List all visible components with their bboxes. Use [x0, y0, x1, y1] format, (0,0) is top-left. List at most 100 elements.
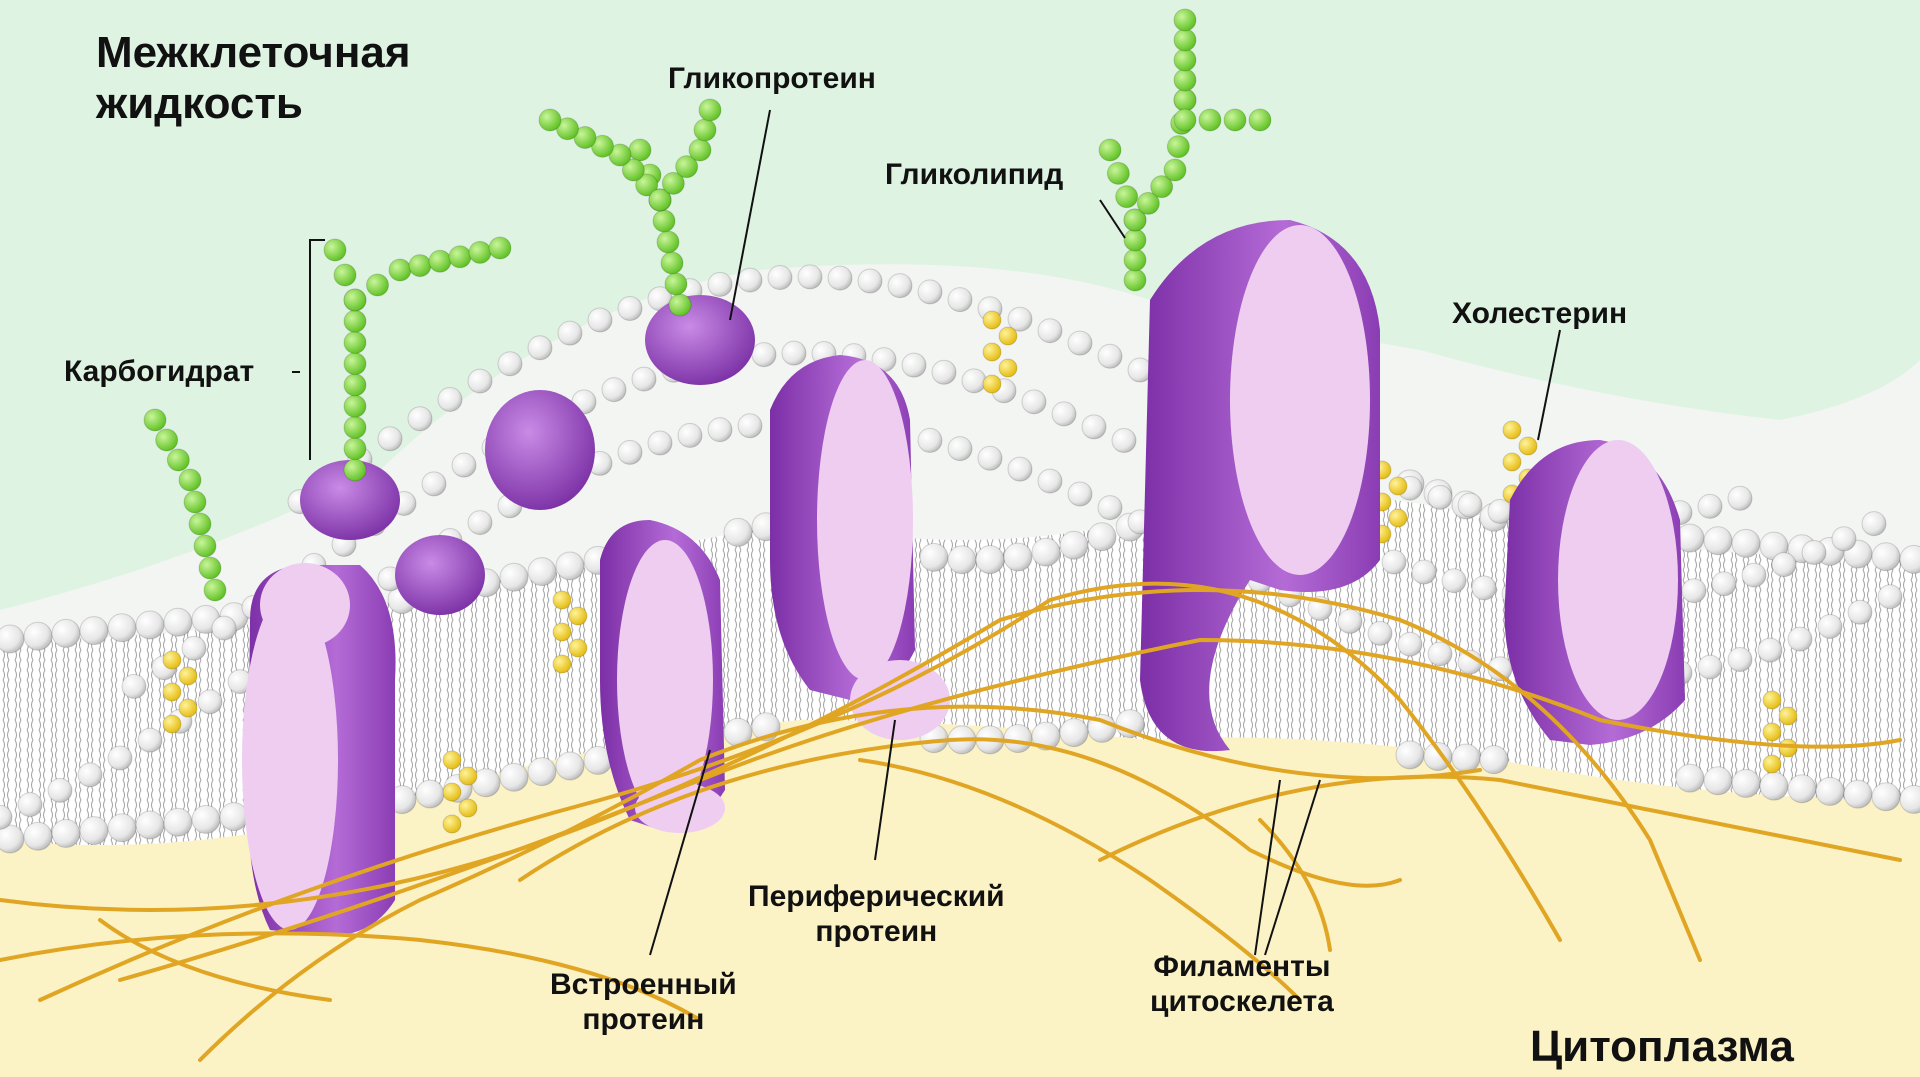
phospholipid-head	[500, 563, 528, 591]
phospholipid-head	[888, 274, 912, 298]
phospholipid-head	[1052, 402, 1076, 426]
surface-protein-dome	[645, 295, 755, 385]
carbohydrate-bead	[1099, 139, 1121, 161]
phospholipid-head	[976, 546, 1004, 574]
phospholipid-head	[1704, 767, 1732, 795]
carbohydrate-bead	[344, 438, 366, 460]
carbohydrate-bead	[1167, 136, 1189, 158]
phospholipid-head	[52, 619, 80, 647]
phospholipid-head	[164, 808, 192, 836]
phospholipid-head	[1816, 777, 1844, 805]
phospholipid-head	[1082, 415, 1106, 439]
carbohydrate-bead	[409, 255, 431, 277]
phospholipid-head	[602, 378, 626, 402]
phospholipid-head	[528, 336, 552, 360]
carbohydrate-bead	[1116, 186, 1138, 208]
cholesterol-ring	[163, 651, 181, 669]
carbohydrate-bead	[665, 273, 687, 295]
phospholipid-head	[1760, 772, 1788, 800]
carbohydrate-bead	[449, 246, 471, 268]
carbohydrate-bead	[144, 409, 166, 431]
cholesterol-ring	[553, 591, 571, 609]
phospholipid-head	[708, 272, 732, 296]
carbohydrate-bead	[1174, 89, 1196, 111]
carbohydrate-bead	[344, 332, 366, 354]
phospholipid-head	[416, 780, 444, 808]
phospholipid-head	[24, 822, 52, 850]
carbohydrate-bead	[689, 139, 711, 161]
phospholipid-head	[1872, 783, 1900, 811]
phospholipid-head	[1472, 576, 1496, 600]
carbohydrate-bead	[694, 119, 716, 141]
glycoprotein-label: Гликопротеин	[668, 62, 876, 97]
carbohydrate-bead	[184, 491, 206, 513]
phospholipid-head	[182, 636, 206, 660]
phospholipid-head	[858, 269, 882, 293]
phospholipid-head	[498, 352, 522, 376]
cholesterol-label: Холестерин	[1452, 297, 1627, 332]
phospholipid-head	[198, 690, 222, 714]
phospholipid-head	[1848, 600, 1872, 624]
carbohydrate-bead	[699, 99, 721, 121]
phospholipid-head	[80, 817, 108, 845]
phospholipid-head	[1698, 655, 1722, 679]
phospholipid-head	[1728, 486, 1752, 510]
phospholipid-head	[556, 752, 584, 780]
phospholipid-head	[1802, 540, 1826, 564]
phospholipid-head	[678, 423, 702, 447]
carbohydrate-bead	[1124, 269, 1146, 291]
phospholipid-head	[422, 472, 446, 496]
phospholipid-head	[738, 414, 762, 438]
phospholipid-head	[1032, 538, 1060, 566]
surface-protein-dome	[395, 535, 485, 615]
phospholipid-head	[468, 511, 492, 535]
peripheral-protein-label: Периферический протеин	[748, 880, 1005, 949]
phospholipid-head	[1872, 543, 1900, 571]
cholesterol-ring	[443, 751, 461, 769]
phospholipid-head	[1060, 719, 1088, 747]
carbohydrate-bead	[1249, 109, 1271, 131]
phospholipid-head	[138, 728, 162, 752]
phospholipid-head	[1698, 494, 1722, 518]
phospholipid-head	[752, 343, 776, 367]
cholesterol-ring	[459, 767, 477, 785]
integral-protein-label: Встроенный протеин	[550, 968, 737, 1037]
cholesterol-ring	[1519, 437, 1537, 455]
phospholipid-head	[52, 819, 80, 847]
phospholipid-head	[1704, 527, 1732, 555]
phospholipid-head	[1772, 553, 1796, 577]
phospholipid-head	[528, 558, 556, 586]
cholesterol-ring	[163, 683, 181, 701]
carbohydrate-bead	[367, 274, 389, 296]
cholesterol-ring	[179, 667, 197, 685]
carbohydrate-bead	[1174, 49, 1196, 71]
phospholipid-head	[1728, 647, 1752, 671]
phospholipid-head	[1004, 725, 1032, 753]
integral-protein-2	[600, 520, 725, 833]
phospholipid-head	[962, 369, 986, 393]
phospholipid-head	[768, 266, 792, 290]
phospholipid-head	[122, 674, 146, 698]
phospholipid-head	[618, 297, 642, 321]
phospholipid-head	[1488, 499, 1512, 523]
extracellular-fluid-label: Межклеточная жидкость	[96, 28, 411, 129]
carbohydrate-bead	[1224, 109, 1246, 131]
carbohydrate-bead	[344, 374, 366, 396]
phospholipid-head	[1788, 775, 1816, 803]
carbohydrate-bead	[1124, 229, 1146, 251]
carbohydrate-bead	[1164, 159, 1186, 181]
phospholipid-head	[1862, 512, 1886, 536]
phospholipid-head	[1038, 469, 1062, 493]
cholesterol-ring	[999, 327, 1017, 345]
phospholipid-head	[948, 288, 972, 312]
phospholipid-head	[1396, 741, 1424, 769]
carbohydrate-bead	[661, 252, 683, 274]
phospholipid-head	[978, 446, 1002, 470]
cholesterol-ring	[553, 655, 571, 673]
phospholipid-head	[500, 763, 528, 791]
phospholipid-head	[108, 814, 136, 842]
cholesterol-ring	[443, 783, 461, 801]
carbohydrate-bead	[489, 237, 511, 259]
carbohydrate-bead	[389, 259, 411, 281]
